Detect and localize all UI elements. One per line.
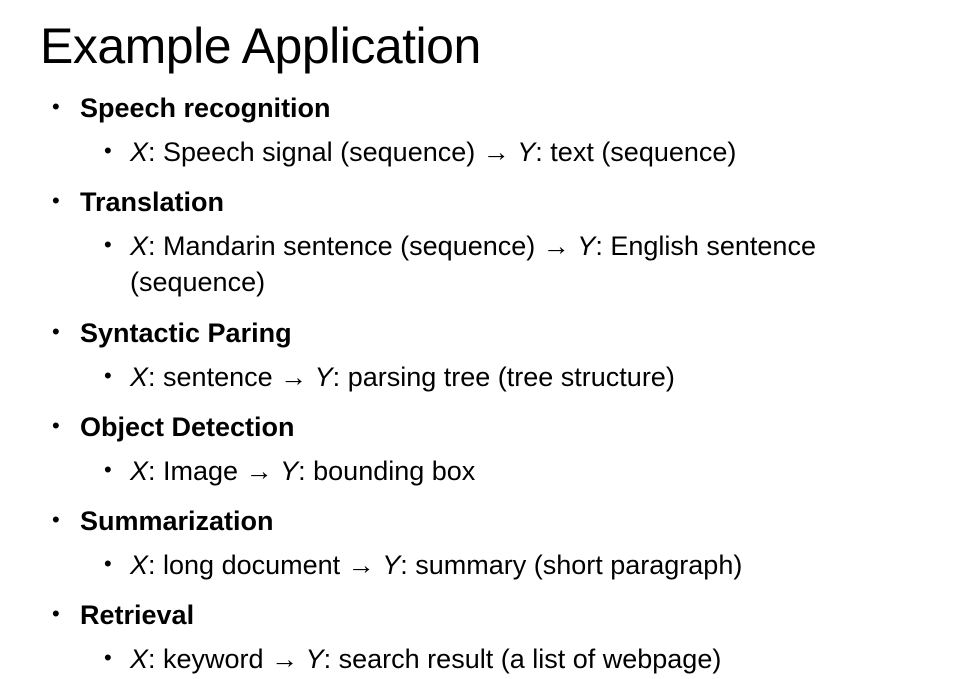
- input-variable: X: [130, 137, 149, 167]
- arrow-icon: →: [245, 456, 273, 486]
- item-mapping: X: long document → Y: summary (short par…: [130, 550, 743, 580]
- input-variable: X: [130, 456, 149, 486]
- input-variable: X: [130, 362, 149, 392]
- output-variable: Y: [314, 362, 333, 392]
- input-description: keyword: [163, 644, 264, 674]
- output-description: search result (a list of webpage): [338, 644, 722, 674]
- arrow-icon: →: [280, 362, 308, 392]
- input-description: Mandarin sentence (sequence): [163, 231, 536, 261]
- arrow-icon: →: [482, 137, 510, 167]
- output-variable: Y: [305, 644, 324, 674]
- output-variable: Y: [280, 456, 299, 486]
- output-description: summary (short paragraph): [415, 550, 743, 580]
- bullet-icon: •: [52, 507, 60, 532]
- item-mapping: X: Image → Y: bounding box: [130, 456, 476, 486]
- item-heading: Retrieval: [80, 600, 195, 630]
- input-variable: X: [130, 231, 149, 261]
- output-variable: Y: [382, 550, 401, 580]
- arrow-icon: →: [542, 231, 570, 261]
- item-heading: Summarization: [80, 506, 274, 536]
- item-heading: Translation: [80, 187, 225, 217]
- bullet-icon: •: [52, 413, 60, 438]
- bullet-icon: •: [104, 457, 112, 482]
- item-mapping: X: sentence → Y: parsing tree (tree stru…: [130, 362, 675, 392]
- arrow-icon: →: [347, 550, 375, 580]
- item-heading: Object Detection: [80, 412, 295, 442]
- arrow-icon: →: [271, 644, 299, 674]
- input-description: sentence: [163, 362, 273, 392]
- slide-title: Example Application: [40, 18, 481, 74]
- output-variable: Y: [577, 231, 596, 261]
- item-mapping: X: Speech signal (sequence) → Y: text (s…: [130, 137, 737, 167]
- item-mapping: X: Mandarin sentence (sequence) → Y: Eng…: [130, 231, 816, 297]
- output-description: English sentence (sequence): [130, 231, 816, 297]
- input-description: long document: [163, 550, 341, 580]
- bullet-icon: •: [104, 232, 112, 257]
- input-variable: X: [130, 550, 149, 580]
- output-description: text (sequence): [550, 137, 737, 167]
- input-description: Speech signal (sequence): [163, 137, 476, 167]
- bullet-icon: •: [52, 94, 60, 119]
- output-description: parsing tree (tree structure): [347, 362, 675, 392]
- bullet-icon: •: [104, 551, 112, 576]
- output-description: bounding box: [313, 456, 476, 486]
- output-variable: Y: [517, 137, 536, 167]
- input-description: Image: [163, 456, 239, 486]
- item-mapping: X: keyword → Y: search result (a list of…: [130, 644, 722, 674]
- bullet-icon: •: [104, 645, 112, 670]
- item-heading: Syntactic Paring: [80, 318, 292, 348]
- item-heading: Speech recognition: [80, 93, 331, 123]
- bullet-icon: •: [104, 363, 112, 388]
- bullet-icon: •: [52, 188, 60, 213]
- bullet-icon: •: [52, 319, 60, 344]
- bullet-icon: •: [52, 601, 60, 626]
- bullet-icon: •: [104, 138, 112, 163]
- input-variable: X: [130, 644, 149, 674]
